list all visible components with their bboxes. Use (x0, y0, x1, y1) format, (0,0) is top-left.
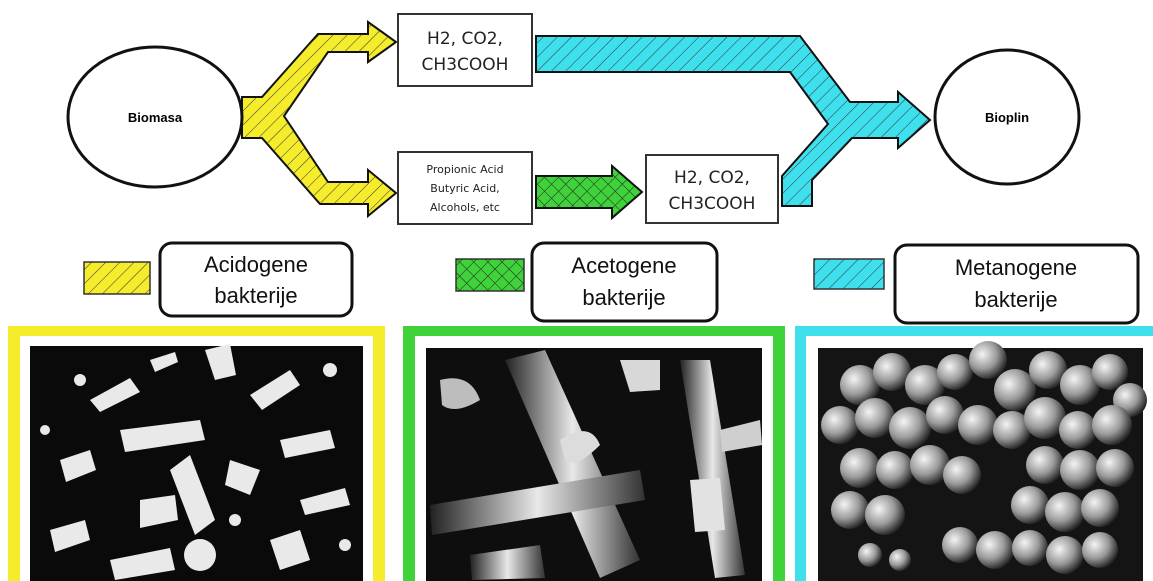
product-mid-line3: Alcohols, etc (430, 201, 500, 214)
product-box-top: H2, CO2, CH3COOH (397, 13, 533, 87)
bioplin-label: Bioplin (985, 110, 1029, 125)
product-box-mid: Propionic Acid Butyric Acid, Alcohols, e… (397, 151, 533, 225)
legend-methanogenic-line1: Metanogene (955, 255, 1077, 280)
product-top-line2: CH3COOH (422, 55, 509, 75)
acidogenic-flow-arrow (241, 20, 398, 219)
methanogenic-flow-arrow (535, 35, 932, 207)
legend-swatch-acetogenic (455, 258, 525, 292)
legend-label-acetogenic: Acetogene bakterije (530, 241, 719, 323)
product-box-right: H2, CO2, CH3COOH (645, 154, 779, 224)
acetogenic-flow-arrow (535, 163, 644, 221)
legend-acidogenic-line2: bakterije (214, 283, 297, 308)
product-mid-line1: Propionic Acid (426, 163, 503, 176)
product-mid-line2: Butyric Acid, (430, 182, 499, 195)
acidogenic-bacteria-image (40, 344, 351, 580)
legend-methanogenic-line2: bakterije (974, 287, 1057, 312)
legend-acidogenic-line1: Acidogene (204, 252, 308, 277)
biomasa-node: Biomasa (66, 45, 244, 189)
legend-label-methanogenic: Metanogene bakterije (893, 243, 1140, 325)
bioplin-node: Bioplin (933, 48, 1081, 186)
legend-swatch-acidogenic (83, 261, 151, 295)
biomasa-label: Biomasa (128, 110, 183, 125)
micrograph-acetogenic (403, 326, 785, 581)
micrograph-acidogenic (8, 326, 385, 581)
acetogenic-bacteria-image (430, 350, 762, 580)
legend-acetogenic-line2: bakterije (582, 285, 665, 310)
product-right-line1: H2, CO2, (674, 168, 750, 188)
product-top-line1: H2, CO2, (427, 29, 503, 49)
legend-label-acidogenic: Acidogene bakterije (158, 241, 354, 318)
legend-swatch-methanogenic (813, 258, 885, 290)
product-right-line2: CH3COOH (669, 194, 756, 214)
legend-acetogenic-line1: Acetogene (571, 253, 676, 278)
micrograph-methanogenic (795, 326, 1153, 581)
methanogenic-bacteria-image (821, 341, 1147, 574)
